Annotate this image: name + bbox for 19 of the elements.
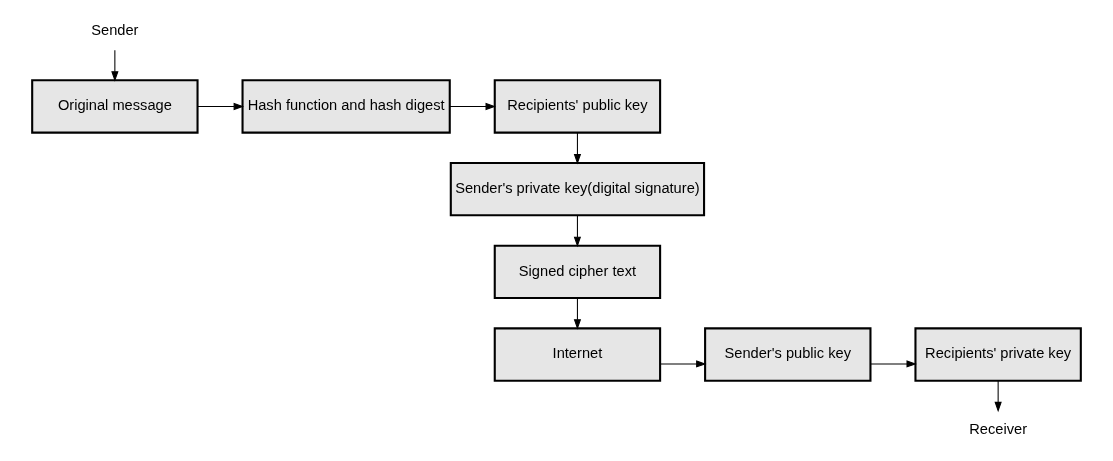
arrow [197, 102, 245, 111]
node-box: Sender's private key(digital signature) [449, 161, 706, 217]
node-box: Recipients' public key [493, 79, 662, 134]
arrow [573, 132, 582, 165]
arrow [994, 380, 1002, 413]
node-box: Signed cipher text [493, 244, 662, 300]
arrow [111, 49, 119, 82]
arrow [870, 360, 917, 368]
arrow [659, 360, 707, 368]
arrow [573, 297, 582, 330]
arrow [573, 215, 582, 248]
arrow [449, 102, 496, 111]
node-box: Recipients' private key [914, 327, 1082, 382]
node-text: Receiver [969, 420, 1028, 437]
node-text: Sender [91, 22, 139, 39]
node-box: Internet [493, 327, 662, 382]
node-box: Sender's public key [704, 327, 872, 382]
node-box: Original message [31, 79, 199, 134]
node-box: Hash function and hash digest [241, 79, 451, 134]
